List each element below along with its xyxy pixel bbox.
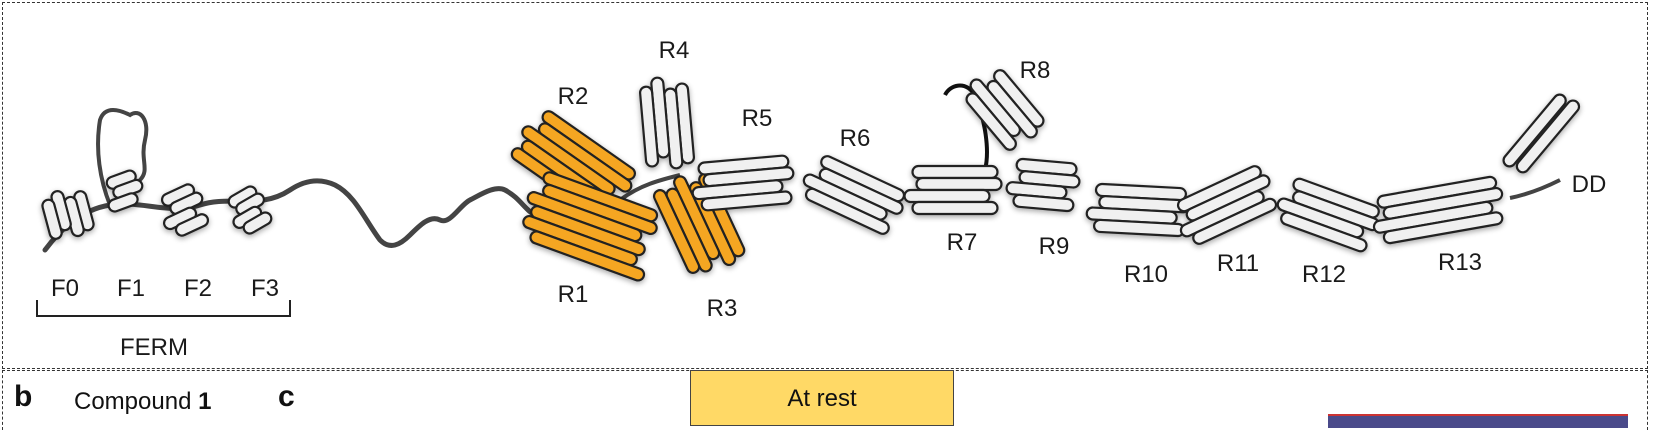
r7-bundle [903, 164, 1003, 216]
f0-helix [41, 198, 63, 240]
r7-helix [915, 176, 1003, 192]
r5-bundle [691, 154, 795, 212]
r10-bundle [1085, 182, 1191, 238]
compound-number: 1 [198, 388, 212, 415]
linker-backbone [42, 178, 538, 253]
rod-label-r3: R3 [707, 295, 738, 322]
r7-helix [911, 164, 999, 180]
f2-helix [174, 213, 210, 237]
r8-bundle [965, 69, 1045, 151]
r7-helix [911, 200, 999, 216]
domain-label-f1: F1 [117, 275, 145, 302]
f1-helix [107, 192, 139, 213]
panel-b-letter: b [14, 380, 33, 413]
f1-bundle [105, 169, 144, 213]
compound-text: Compound [74, 388, 192, 415]
r9-helix [1012, 193, 1075, 213]
dd-label: DD [1572, 171, 1607, 198]
rod-label-r10: R10 [1124, 261, 1168, 288]
r11-bundle [1176, 165, 1278, 245]
rod-label-r12: R12 [1302, 261, 1346, 288]
r9-bundle [1005, 157, 1081, 213]
r4-helix [639, 85, 660, 168]
r12-bundle [1276, 177, 1380, 253]
r1-bundle [522, 171, 659, 282]
rod-label-r11: R11 [1217, 250, 1259, 277]
rod-label-r8: R8 [1020, 57, 1051, 84]
at-rest-label: At rest [690, 370, 954, 426]
ferm-bracket [36, 300, 291, 317]
r3-helix [652, 189, 701, 274]
rod-label-r5: R5 [742, 105, 773, 132]
domain-label-f2: F2 [184, 275, 212, 302]
rod-label-r2: R2 [558, 83, 589, 110]
rod-label-r7: R7 [947, 229, 978, 256]
dd-helix [1502, 93, 1567, 168]
rod-label-r6: R6 [840, 125, 871, 152]
r7-helix [903, 188, 991, 204]
f0-bundle [41, 190, 95, 240]
f2-bundle [160, 183, 210, 237]
domain-label-f3: F3 [251, 275, 279, 302]
r4-bundle [639, 76, 695, 170]
panel-a-frame [2, 2, 1648, 369]
ferm-label: FERM [120, 334, 188, 361]
r6-helix [804, 187, 890, 235]
panel-c-image [1328, 414, 1628, 428]
rod-linker [618, 173, 1561, 202]
r8-helix [965, 92, 1017, 151]
r5-helix [700, 190, 793, 212]
f3-helix [242, 211, 273, 235]
rod-label-r9: R9 [1039, 233, 1070, 260]
rod-label-r1: R1 [558, 281, 589, 308]
r13-bundle [1372, 175, 1504, 245]
domain-label-f0: F0 [51, 275, 79, 302]
dd-helix [1515, 99, 1581, 174]
rod-label-r4: R4 [659, 37, 690, 64]
dd-bundle [1502, 93, 1581, 174]
panel-c-letter: c [278, 380, 295, 413]
compound-label: Compound 1 [74, 388, 211, 416]
f3-bundle [227, 185, 273, 235]
r11-helix [1192, 197, 1278, 245]
r12-helix [1280, 211, 1368, 253]
r6-bundle [802, 155, 906, 235]
r1-helix [529, 230, 646, 282]
rod-label-r13: R13 [1438, 249, 1482, 276]
r13-helix [1382, 211, 1504, 245]
